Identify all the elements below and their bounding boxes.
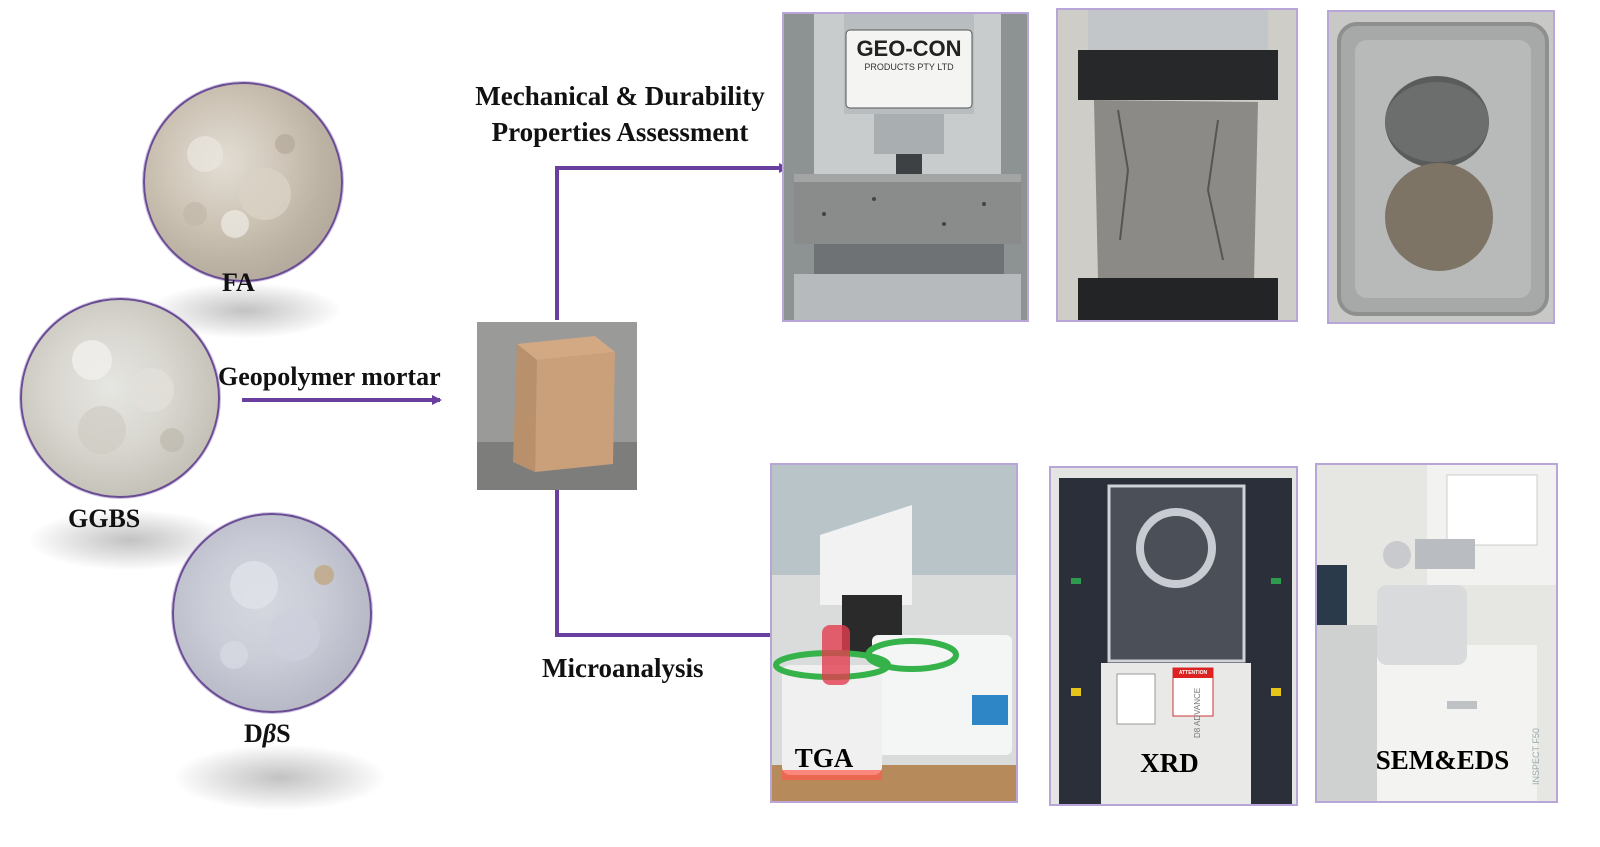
xrd-attention-sticker: ATTENTION bbox=[1178, 670, 1208, 676]
dbs-label-suffix: S bbox=[276, 719, 291, 748]
compression-test-photo bbox=[1056, 8, 1298, 322]
xrd-photo: ATTENTION D8 ADVANCE XRD bbox=[1049, 466, 1298, 806]
geo-con-brand: GEO-CON bbox=[856, 36, 962, 61]
fa-powder-image bbox=[143, 82, 343, 282]
geopolymer-mortar-label: Geopolymer mortar bbox=[218, 362, 441, 391]
mechanical-durability-line2: Properties Assessment bbox=[491, 117, 749, 147]
fa-label: FA bbox=[222, 268, 255, 297]
geo-con-subtitle: PRODUCTS PTY LTD bbox=[864, 62, 954, 72]
dbs-label-prefix: D bbox=[244, 719, 263, 748]
specimen-tray-photo bbox=[1327, 10, 1555, 324]
mechanical-durability-line1: Mechanical & Durability bbox=[475, 81, 765, 111]
ggbs-label: GGBS bbox=[68, 504, 141, 533]
flexural-test-photo: GEO-CON PRODUCTS PTY LTD bbox=[782, 12, 1029, 322]
mechanical-durability-label: Mechanical & Durability Properties Asses… bbox=[456, 78, 784, 150]
microanalysis-label: Microanalysis bbox=[542, 653, 704, 683]
mortar-cube-image bbox=[477, 322, 637, 490]
dbs-powder-image bbox=[172, 513, 372, 713]
dbs-label-beta: β bbox=[262, 719, 277, 748]
arrow-to-microanalysis bbox=[555, 490, 780, 640]
dbs-label: DβS bbox=[244, 719, 291, 749]
arrow-to-mechanical bbox=[555, 163, 789, 320]
sem-eds-photo: INSPECT F50 SEM&EDS bbox=[1315, 463, 1558, 803]
sem-eds-caption: SEM&EDS bbox=[1375, 745, 1510, 775]
xrd-caption: XRD bbox=[1140, 748, 1199, 778]
ggbs-powder-image bbox=[20, 298, 220, 498]
tga-photo: TGA bbox=[770, 463, 1018, 803]
xrd-model-text: D8 ADVANCE bbox=[1193, 687, 1202, 738]
tga-caption: TGA bbox=[794, 743, 854, 773]
